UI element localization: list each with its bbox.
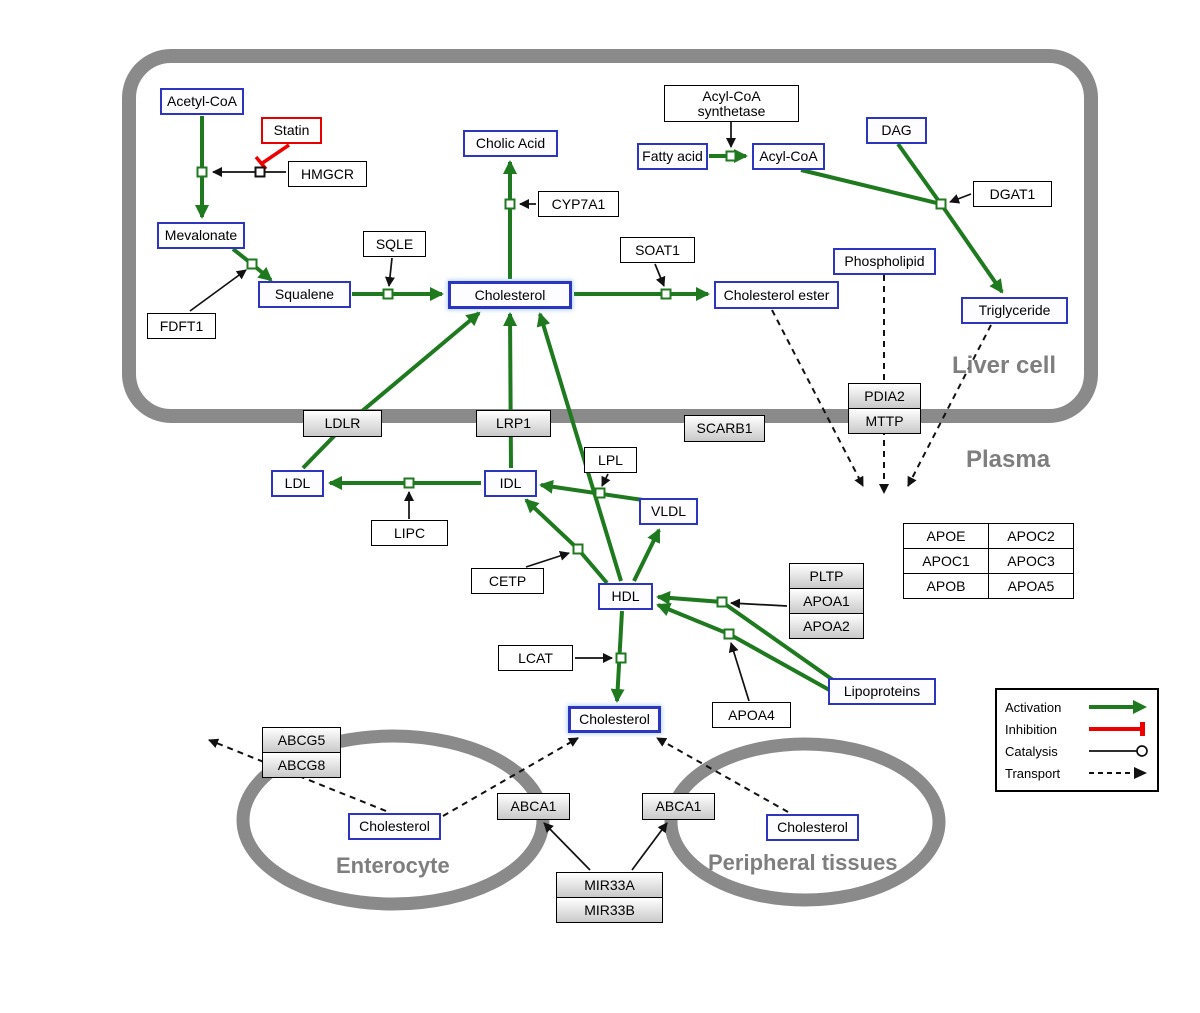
node-cholesterol-peripheral[interactable]: Cholesterol bbox=[766, 814, 859, 841]
node-abcg5[interactable]: ABCG5 bbox=[262, 727, 341, 753]
enterocyte-membrane bbox=[236, 729, 550, 911]
node-cyp7a1[interactable]: CYP7A1 bbox=[538, 191, 619, 217]
legend-catalysis-label: Catalysis bbox=[1005, 743, 1058, 759]
cell-membranes bbox=[122, 49, 1098, 911]
node-cetp[interactable]: CETP bbox=[471, 568, 544, 594]
legend-transport-label: Transport bbox=[1005, 765, 1061, 781]
node-dag[interactable]: DAG bbox=[866, 117, 927, 144]
acyl-coa-synthetase-line1: Acyl-CoA bbox=[702, 87, 761, 104]
node-hdl[interactable]: HDL bbox=[598, 583, 653, 610]
node-abca1-peripheral[interactable]: ABCA1 bbox=[642, 793, 715, 820]
legend-inhibition-label: Inhibition bbox=[1005, 721, 1058, 737]
peripheral-tissues-label: Peripheral tissues bbox=[708, 850, 898, 875]
node-scarb1[interactable]: SCARB1 bbox=[684, 415, 765, 442]
node-squalene[interactable]: Squalene bbox=[258, 281, 351, 308]
legend-activation-label: Activation bbox=[1005, 699, 1062, 715]
peripheral-tissues-membrane bbox=[664, 737, 946, 907]
apo-table-cell-apoc2[interactable]: APOC2 bbox=[988, 523, 1074, 549]
plasma-label: Plasma bbox=[966, 446, 1051, 473]
catalysis-edges bbox=[189, 122, 972, 871]
node-lipc[interactable]: LIPC bbox=[371, 520, 448, 546]
node-apoa4[interactable]: APOA4 bbox=[712, 702, 791, 728]
node-cholesterol-enterocyte[interactable]: Cholesterol bbox=[348, 813, 441, 840]
node-vldl[interactable]: VLDL bbox=[639, 498, 698, 525]
node-lpl[interactable]: LPL bbox=[584, 447, 637, 473]
node-pltp[interactable]: PLTP bbox=[789, 563, 864, 589]
node-abca1-enterocyte[interactable]: ABCA1 bbox=[497, 793, 570, 820]
enterocyte-label: Enterocyte bbox=[336, 853, 450, 878]
activation-edges bbox=[195, 116, 1004, 703]
node-mevalonate[interactable]: Mevalonate bbox=[157, 222, 245, 249]
node-acyl-coa-synthetase[interactable]: Acyl-CoA synthetase bbox=[664, 85, 799, 122]
node-triglyceride[interactable]: Triglyceride bbox=[961, 297, 1068, 324]
transport-edges bbox=[208, 275, 992, 817]
reaction-nodes bbox=[196, 150, 947, 664]
activation-arrow-icon bbox=[1089, 700, 1147, 714]
legend-row-inhibition: Inhibition bbox=[1005, 721, 1149, 737]
node-sqle[interactable]: SQLE bbox=[363, 231, 426, 257]
apo-table-cell-apoa5[interactable]: APOA5 bbox=[988, 573, 1074, 599]
apo-table-cell-apoc3[interactable]: APOC3 bbox=[988, 548, 1074, 574]
liver-cell-label: Liver cell bbox=[952, 352, 1057, 379]
node-apoa2[interactable]: APOA2 bbox=[789, 613, 864, 639]
inhibition-anchor-node bbox=[254, 166, 266, 178]
liver-cell-membrane bbox=[122, 49, 1098, 423]
apo-table-cell-apoc1[interactable]: APOC1 bbox=[903, 548, 989, 574]
node-mttp[interactable]: MTTP bbox=[848, 408, 921, 434]
node-cholic-acid[interactable]: Cholic Acid bbox=[463, 130, 558, 157]
inhibition-edge bbox=[254, 143, 290, 171]
node-dgat1[interactable]: DGAT1 bbox=[973, 181, 1052, 207]
node-cholesterol-liver[interactable]: Cholesterol bbox=[448, 281, 572, 309]
node-lcat[interactable]: LCAT bbox=[498, 645, 573, 671]
node-pdia2[interactable]: PDIA2 bbox=[848, 383, 921, 409]
node-cholesterol-ester[interactable]: Cholesterol ester bbox=[714, 281, 839, 309]
legend-row-transport: Transport bbox=[1005, 765, 1149, 781]
node-hmgcr[interactable]: HMGCR bbox=[288, 161, 367, 187]
catalysis-circle-icon bbox=[1089, 745, 1148, 757]
apo-table-cell-apoe[interactable]: APOE bbox=[903, 523, 989, 549]
node-acetyl-coa[interactable]: Acetyl-CoA bbox=[160, 88, 244, 115]
node-cholesterol-plasma[interactable]: Cholesterol bbox=[568, 706, 661, 733]
node-ldl[interactable]: LDL bbox=[271, 470, 324, 497]
node-fatty-acid[interactable]: Fatty acid bbox=[637, 143, 708, 170]
node-lrp1[interactable]: LRP1 bbox=[476, 410, 551, 437]
node-ldlr[interactable]: LDLR bbox=[303, 410, 382, 437]
node-abcg8[interactable]: ABCG8 bbox=[262, 752, 341, 778]
node-mir33b[interactable]: MIR33B bbox=[556, 897, 663, 923]
node-mir33a[interactable]: MIR33A bbox=[556, 872, 663, 898]
node-statin[interactable]: Statin bbox=[261, 117, 322, 144]
transport-dashed-arrow-icon bbox=[1089, 767, 1147, 779]
acyl-coa-synthetase-line2: synthetase bbox=[697, 102, 766, 119]
node-fdft1[interactable]: FDFT1 bbox=[147, 313, 216, 339]
legend: Activation Inhibition Catalysis Transpor… bbox=[995, 688, 1159, 792]
legend-row-catalysis: Catalysis bbox=[1005, 743, 1149, 759]
node-apoa1[interactable]: APOA1 bbox=[789, 588, 864, 614]
node-lipoproteins[interactable]: Lipoproteins bbox=[828, 678, 936, 705]
legend-row-activation: Activation bbox=[1005, 699, 1149, 715]
node-idl[interactable]: IDL bbox=[484, 470, 537, 497]
inhibition-tbar-icon bbox=[1089, 722, 1145, 736]
apo-table-cell-apob[interactable]: APOB bbox=[903, 573, 989, 599]
node-acyl-coa[interactable]: Acyl-CoA bbox=[752, 143, 825, 170]
node-phospholipid[interactable]: Phospholipid bbox=[833, 248, 936, 275]
node-soat1[interactable]: SOAT1 bbox=[620, 237, 695, 263]
